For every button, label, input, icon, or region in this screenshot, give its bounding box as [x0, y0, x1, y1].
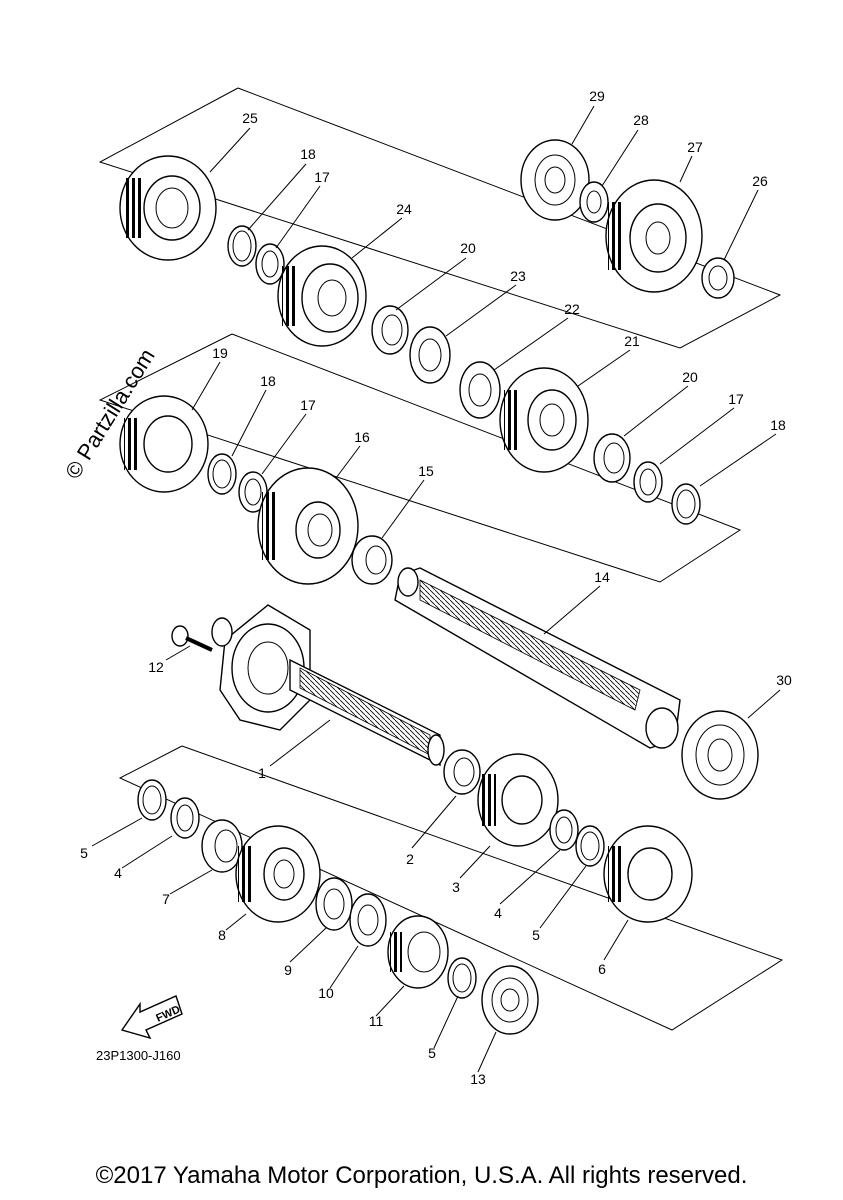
gear-29-bearing[interactable]: [520, 139, 590, 221]
callout-4-left: 4: [114, 865, 122, 881]
bearing-30[interactable]: [681, 710, 759, 800]
callout-28: 28: [633, 112, 649, 128]
circlip-18-mid[interactable]: [207, 453, 237, 495]
washer-22[interactable]: [459, 361, 501, 419]
callout-2: 2: [406, 851, 414, 867]
bushing-2[interactable]: [443, 749, 481, 795]
gear-3[interactable]: [477, 753, 559, 847]
callout-21: 21: [624, 333, 640, 349]
callout-13: 13: [470, 1071, 486, 1087]
gear-6[interactable]: [603, 825, 693, 923]
leader-lines: [91, 105, 781, 1073]
callout-18-mid: 18: [260, 373, 276, 389]
washer-17-mid[interactable]: [238, 471, 268, 513]
callout-19: 19: [212, 345, 228, 361]
callout-24: 24: [396, 201, 412, 217]
callouts: 25 18 17 24 20 23 22 29 28 27 26 19 18 1…: [80, 88, 792, 1087]
callout-5-left: 5: [80, 845, 88, 861]
gear-27[interactable]: [605, 179, 703, 293]
gear-8[interactable]: [235, 825, 321, 923]
gear-25[interactable]: [119, 155, 217, 261]
callout-27: 27: [687, 139, 703, 155]
callout-29: 29: [589, 88, 605, 104]
callout-17-top: 17: [314, 169, 330, 185]
bushing-20-top[interactable]: [371, 305, 409, 355]
callout-5-bottom: 5: [428, 1045, 436, 1061]
washer-10[interactable]: [349, 893, 387, 947]
callout-5-right: 5: [532, 927, 540, 943]
callout-6: 6: [598, 961, 606, 977]
callout-11: 11: [369, 1013, 384, 1029]
bushing-20-mid[interactable]: [593, 433, 631, 483]
bearing-13[interactable]: [481, 965, 539, 1035]
main-axle-1[interactable]: [211, 604, 445, 767]
circlip-18-right[interactable]: [671, 483, 701, 525]
washer-4-right[interactable]: [549, 809, 579, 851]
callout-16: 16: [354, 429, 370, 445]
group-frame-top: [98, 87, 782, 349]
callout-8: 8: [218, 927, 226, 943]
callout-17-right: 17: [728, 391, 744, 407]
callout-22: 22: [564, 301, 580, 317]
drive-axle-14[interactable]: [394, 567, 681, 749]
callout-18-top: 18: [300, 146, 316, 162]
callout-10: 10: [318, 985, 334, 1001]
callout-18-right: 18: [770, 417, 786, 433]
callout-17-mid: 17: [300, 397, 316, 413]
callout-3: 3: [452, 879, 460, 895]
callout-1: 1: [258, 765, 266, 781]
circlip-5-left[interactable]: [137, 779, 167, 821]
callout-4-right: 4: [494, 905, 502, 921]
circlip-5-right[interactable]: [575, 825, 605, 867]
bushing-26[interactable]: [701, 257, 735, 299]
callout-20-mid: 20: [682, 369, 698, 385]
gear-11[interactable]: [387, 915, 449, 989]
washer-4-left[interactable]: [170, 797, 200, 839]
gear-21[interactable]: [499, 367, 589, 473]
callout-12: 12: [148, 659, 164, 675]
group-frame-bottom: [118, 745, 784, 1031]
callout-15: 15: [418, 463, 434, 479]
plate-23[interactable]: [409, 326, 451, 384]
washer-17-top[interactable]: [255, 243, 285, 285]
washer-17-right[interactable]: [633, 461, 663, 503]
bolt-12[interactable]: [171, 625, 213, 652]
circlip-5-bottom[interactable]: [447, 957, 477, 999]
callout-26: 26: [752, 173, 768, 189]
gear-19[interactable]: [119, 395, 209, 493]
group-frame-middle: [98, 333, 742, 583]
bushing-15[interactable]: [351, 535, 393, 585]
callout-30: 30: [776, 672, 792, 688]
washer-28[interactable]: [579, 181, 609, 223]
diagram-code: 23P1300-J160: [96, 1048, 181, 1063]
gear-16[interactable]: [257, 467, 359, 585]
callout-14: 14: [594, 569, 610, 585]
gear-24[interactable]: [277, 245, 367, 347]
bushing-7[interactable]: [201, 819, 243, 873]
callout-25: 25: [242, 110, 258, 126]
callout-23: 23: [510, 268, 526, 284]
callout-20-top: 20: [460, 240, 476, 256]
callout-9: 9: [284, 962, 292, 978]
washer-9[interactable]: [315, 877, 353, 931]
circlip-18-top[interactable]: [227, 225, 257, 267]
fwd-arrow-icon: FWD: [120, 995, 183, 1040]
copyright-notice: ©2017 Yamaha Motor Corporation, U.S.A. A…: [95, 1162, 748, 1189]
callout-7: 7: [162, 891, 170, 907]
